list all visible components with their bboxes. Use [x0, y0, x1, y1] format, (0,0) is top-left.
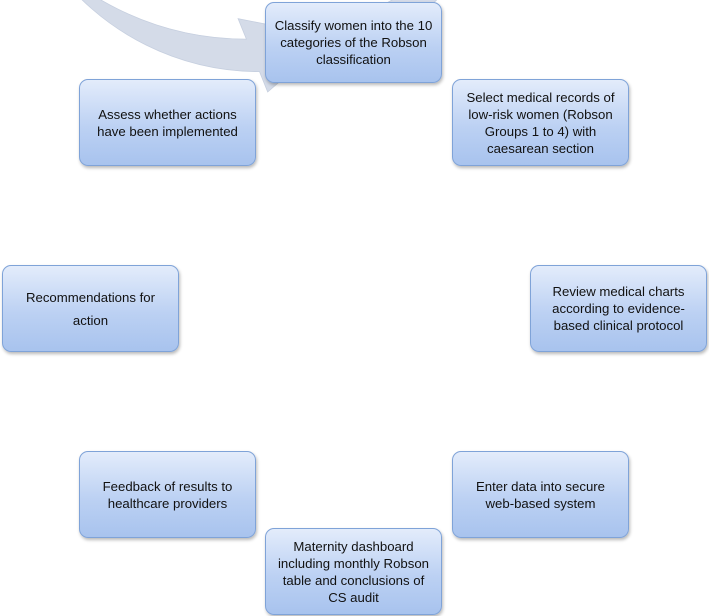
- step-enter-data: Enter data into secure web-based system: [452, 451, 629, 538]
- cycle-ring: [81, 0, 438, 93]
- step-classify-robson: Classify women into the 10 categories of…: [265, 2, 442, 83]
- step-review-charts: Review medical charts according to evide…: [530, 265, 707, 352]
- step-select-records-label: Select medical records of low-risk women…: [466, 89, 615, 156]
- step-maternity-dashboard: Maternity dashboard including monthly Ro…: [265, 528, 442, 615]
- step-assess-actions-label: Assess whether actions have been impleme…: [97, 106, 238, 139]
- step-select-records: Select medical records of low-risk women…: [452, 79, 629, 166]
- step-enter-data-label: Enter data into secure web-based system: [475, 478, 606, 511]
- step-classify-robson-label: Classify women into the 10 categories of…: [274, 18, 433, 67]
- step-recommendations-label: Recommendations for action: [25, 289, 155, 328]
- step-feedback-results-label: Feedback of results to healthcare provid…: [102, 478, 233, 511]
- step-assess-actions: Assess whether actions have been impleme…: [79, 79, 256, 166]
- step-recommendations: Recommendations for action: [2, 265, 179, 352]
- step-maternity-dashboard-label: Maternity dashboard including monthly Ro…: [277, 538, 429, 605]
- step-review-charts-label: Review medical charts according to evide…: [552, 284, 685, 333]
- step-feedback-results: Feedback of results to healthcare provid…: [79, 451, 256, 538]
